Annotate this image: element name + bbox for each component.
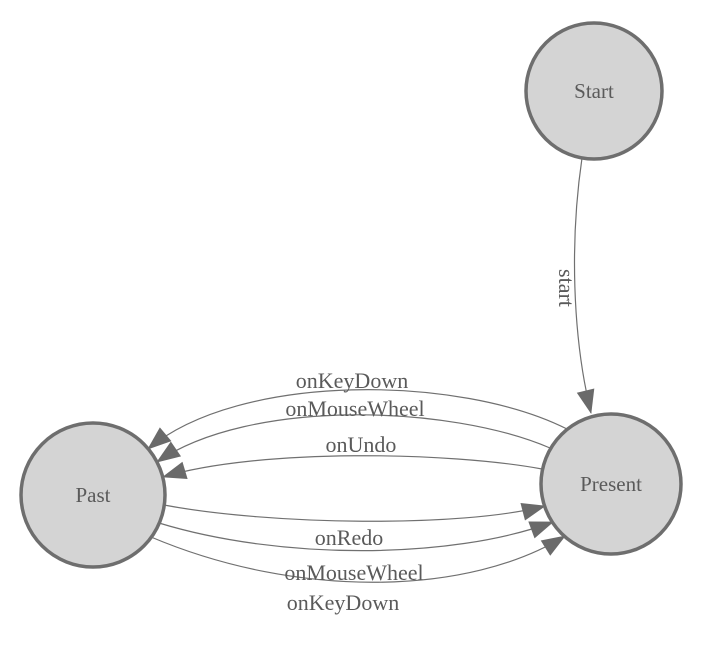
edge-past-to-present-onredo[interactable] <box>163 503 546 522</box>
edge-label-onkeydown-bottom: onKeyDown <box>287 590 399 615</box>
edge-start-to-present[interactable] <box>573 157 595 414</box>
node-past: Past <box>19 421 167 569</box>
edges-layer <box>147 157 595 583</box>
edge-present-to-past-onmousewheel[interactable] <box>156 414 551 463</box>
node-past-circle[interactable] <box>19 421 167 569</box>
node-start-circle[interactable] <box>524 21 664 161</box>
edge-label-onmousewheel-top: onMouseWheel <box>285 396 424 421</box>
edge-label-onredo: onRedo <box>315 525 383 550</box>
node-present: Present <box>539 412 683 556</box>
node-past-label: Past <box>75 483 110 507</box>
node-start-label: Start <box>574 79 614 103</box>
node-present-circle[interactable] <box>539 412 683 556</box>
node-present-label: Present <box>580 472 642 496</box>
edge-label-onkeydown-top: onKeyDown <box>296 368 408 393</box>
node-start: Start <box>524 21 664 161</box>
edge-present-to-past-onkeydown[interactable] <box>147 389 568 450</box>
edge-label-onmousewheel-bottom: onMouseWheel <box>284 560 423 585</box>
edge-past-to-present-onkeydown[interactable] <box>150 535 566 583</box>
edge-past-to-present-onmousewheel[interactable] <box>158 521 554 552</box>
edge-labels-layer: start onKeyDown onMouseWheel onUndo onRe… <box>284 269 579 615</box>
edge-label-start: start <box>554 269 579 307</box>
edge-present-to-past-onundo[interactable] <box>162 455 543 480</box>
edge-label-onundo: onUndo <box>326 432 397 457</box>
